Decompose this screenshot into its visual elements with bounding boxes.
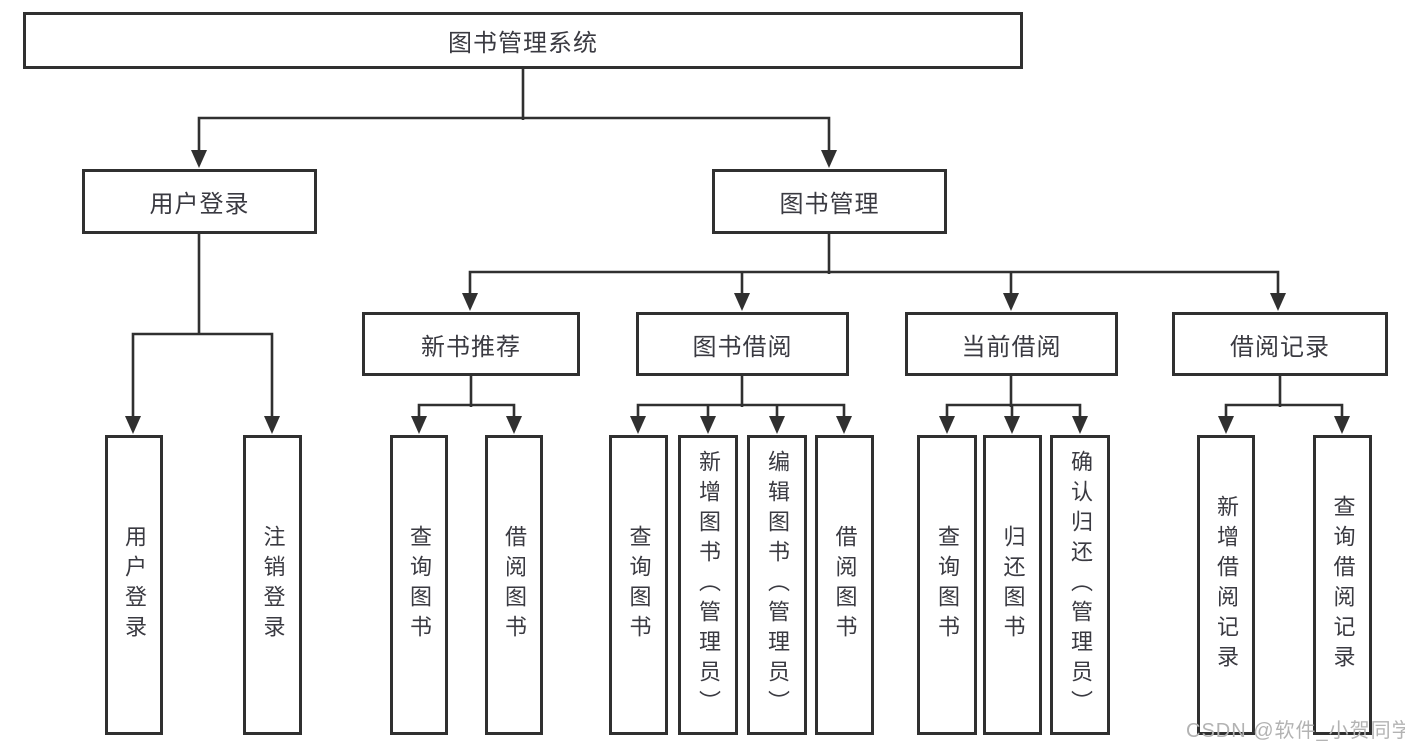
leaf-logout: 注销登录 [243,435,302,735]
arrow-down-icon [1270,293,1286,311]
arrow-down-icon [734,293,750,311]
leaf-current-confirm-return-admin: 确认归还（管理员） [1050,435,1110,735]
connector-level3-rail [468,270,1280,298]
leaf-current-return-books: 归还图书 [983,435,1042,735]
arrow-down-icon [506,416,522,434]
arrow-down-icon [1334,416,1350,434]
arrow-down-icon [769,416,785,434]
leaf-current-query-books: 查询图书 [917,435,977,735]
arrow-down-icon [700,416,716,434]
csdn-watermark: CSDN @软件_小贺同学 [1186,720,1405,742]
connector-userlogin-rail [131,332,274,421]
node-book-borrow: 图书借阅 [636,312,849,376]
connector-records-rail [1224,403,1344,421]
node-new-book-recommend: 新书推荐 [362,312,580,376]
arrow-down-icon [411,416,427,434]
leaf-borrow-add-books-admin: 新增图书（管理员） [678,435,738,735]
arrow-down-icon [191,150,207,168]
node-borrow-records: 借阅记录 [1172,312,1388,376]
leaf-borrow-query-books: 查询图书 [609,435,668,735]
arrow-down-icon [1004,416,1020,434]
connector-level2-rail [197,116,831,154]
arrow-down-icon [1218,416,1234,434]
leaf-user-login: 用户登录 [105,435,163,735]
leaf-records-add-record: 新增借阅记录 [1197,435,1255,735]
arrow-down-icon [1072,416,1088,434]
node-user-login: 用户登录 [82,169,317,234]
arrow-down-icon [125,416,141,434]
leaf-borrow-borrow-books: 借阅图书 [815,435,874,735]
arrow-down-icon [462,293,478,311]
connector-current-rail [945,403,1082,421]
connector-newbook-rail [417,403,516,421]
arrow-down-icon [821,150,837,168]
connector-borrow-rail [636,403,846,421]
node-root-library-system: 图书管理系统 [23,12,1023,69]
arrowheads [125,150,1350,434]
leaf-records-query-record: 查询借阅记录 [1313,435,1372,735]
node-book-management: 图书管理 [712,169,947,234]
arrow-down-icon [939,416,955,434]
arrow-down-icon [264,416,280,434]
arrow-down-icon [630,416,646,434]
arrow-down-icon [836,416,852,434]
leaf-newbook-borrow-books: 借阅图书 [485,435,543,735]
leaf-borrow-edit-books-admin: 编辑图书（管理员） [747,435,807,735]
node-current-borrow: 当前借阅 [905,312,1118,376]
leaf-newbook-query-books: 查询图书 [390,435,448,735]
arrow-down-icon [1003,293,1019,311]
